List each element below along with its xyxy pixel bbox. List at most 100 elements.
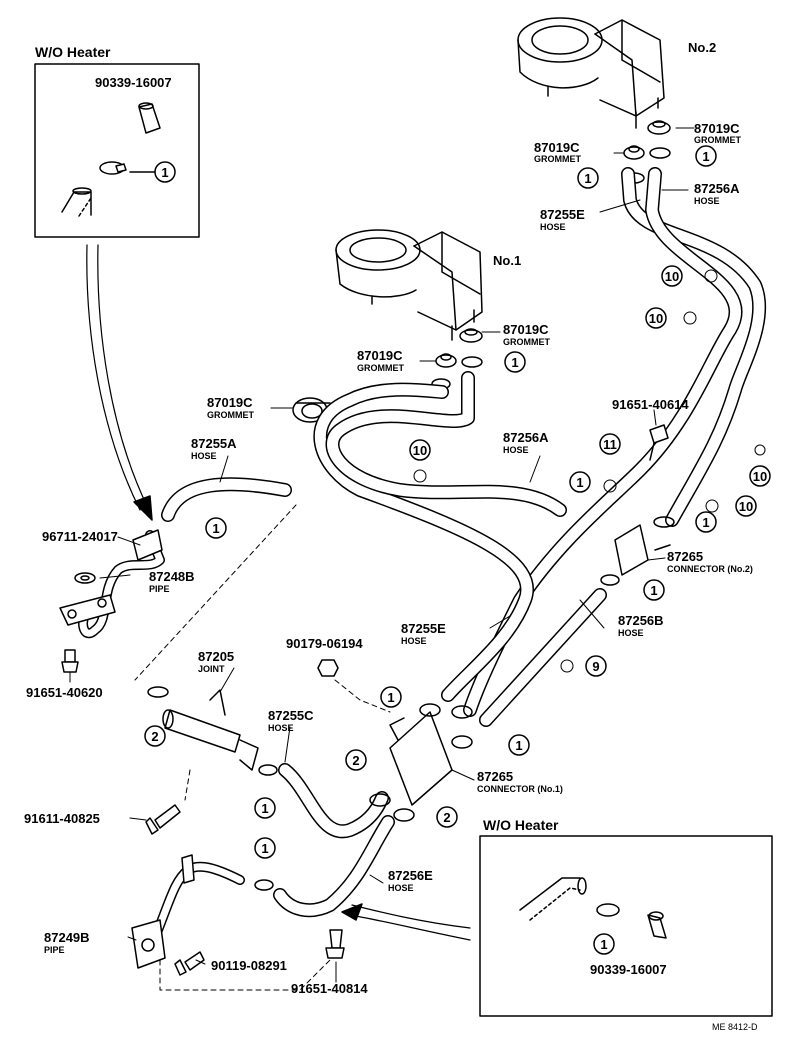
svg-text:1: 1: [387, 690, 394, 705]
hose-87256B: [479, 588, 607, 727]
label-hose-87255C: HOSE: [268, 723, 294, 733]
svg-text:1: 1: [702, 515, 709, 530]
drawing-code: ME 8412-D: [712, 1022, 758, 1032]
heater-unit-no1: No.1: [335, 229, 521, 341]
connector-no2: [600, 516, 675, 586]
svg-text:10: 10: [413, 443, 427, 458]
clamp-no2-right: [649, 147, 671, 159]
callout-circle: 10: [409, 439, 431, 461]
label-87265-no2: 87265: [667, 549, 703, 564]
label-grommet-no2-left: GROMMET: [534, 154, 581, 164]
label-91651-40614: 91651-40614: [612, 397, 689, 412]
pointer-arrow-top-left: [86, 244, 153, 521]
svg-text:1: 1: [261, 841, 268, 856]
grommet-no1-left: [435, 353, 457, 368]
washer-96711: [74, 572, 96, 584]
callout-circle: 1: [508, 734, 530, 756]
label-90119-08291: 90119-08291: [211, 958, 287, 973]
label-hose-87256A-top: HOSE: [694, 196, 720, 206]
label-87256A-top: 87256A: [694, 181, 740, 196]
callout-circle: 1: [695, 511, 717, 533]
svg-text:1: 1: [584, 171, 591, 186]
hose-clamp-icon: [99, 161, 127, 175]
callout-circle: 10: [661, 265, 683, 287]
label-hose-87255E-mid: HOSE: [401, 636, 427, 646]
label-connector-no1: CONNECTOR (No.1): [477, 784, 563, 794]
label-grommet-mid: GROMMET: [207, 410, 254, 420]
callout-circle: 10: [645, 307, 667, 329]
cap-part-number-2: 90339-16007: [590, 962, 667, 977]
svg-text:10: 10: [649, 311, 663, 326]
callouts: 1 1 1 1 1 1 1 1 1 1 1 1 1 2 2 2 9 10 10 …: [144, 145, 771, 955]
joint-87205: [147, 686, 278, 776]
plug-cap: [138, 102, 161, 134]
grommet-no1-right: [459, 328, 483, 343]
bolt-91651-40814: [325, 929, 345, 959]
svg-text:10: 10: [665, 269, 679, 284]
svg-text:1: 1: [515, 738, 522, 753]
label-87255A: 87255A: [191, 436, 237, 451]
hose-87255A: [161, 477, 292, 522]
label-87019C-no1-left: 87019C: [357, 348, 403, 363]
pipe-stub-icon: [61, 187, 92, 217]
grommet-no2-right: [647, 120, 671, 135]
svg-text:2: 2: [443, 810, 450, 825]
svg-text:1: 1: [702, 149, 709, 164]
label-91611-40825: 91611-40825: [24, 811, 100, 826]
part-labels: 87019C GROMMET 87019C GROMMET 87256A HOS…: [24, 121, 758, 1032]
wo-heater-box-top-left: W/O Heater 90339-16007: [34, 44, 200, 238]
leader-lines: [69, 127, 695, 983]
label-87256B: 87256B: [618, 613, 664, 628]
wo-heater-title: W/O Heater: [35, 44, 111, 60]
label-87255E-top: 87255E: [540, 207, 585, 222]
unit-label-no1: No.1: [493, 253, 521, 268]
svg-text:1: 1: [600, 937, 607, 952]
callout-circle: 11: [599, 433, 621, 455]
callout-circle: 1: [380, 686, 402, 708]
nut-90179-06194: [317, 659, 339, 677]
label-87019C-no2-left: 87019C: [534, 140, 580, 155]
hose-87256E: [273, 815, 395, 918]
callout-circle: 1: [205, 517, 227, 539]
label-grommet-no1-left: GROMMET: [357, 363, 404, 373]
callout-circle: 1: [254, 837, 276, 859]
wo-heater-box-bottom-right: W/O Heater 90339-16007: [479, 817, 773, 1017]
label-hose-87255E-top: HOSE: [540, 222, 566, 232]
callout-circle: 1: [593, 933, 615, 955]
callout-circle: 10: [749, 465, 771, 487]
svg-text:9: 9: [592, 659, 599, 674]
bolt-91651-40620: [61, 649, 79, 673]
marker-circles: [413, 269, 766, 673]
label-87255E-mid: 87255E: [401, 621, 446, 636]
label-hose-87255A: HOSE: [191, 451, 217, 461]
label-hose-87256B: HOSE: [618, 628, 644, 638]
callout-circle: 1: [504, 351, 526, 373]
svg-text:2: 2: [151, 729, 158, 744]
callout-circle: 10: [735, 495, 757, 517]
label-grommet-no2-right: GROMMET: [694, 135, 741, 145]
callout-circle: 1: [695, 145, 717, 167]
label-96711-24017: 96711-24017: [42, 529, 118, 544]
label-87256A-mid: 87256A: [503, 430, 549, 445]
label-connector-no2: CONNECTOR (No.2): [667, 564, 753, 574]
svg-text:1: 1: [212, 521, 219, 536]
svg-text:1: 1: [511, 355, 518, 370]
label-hose-87256A-mid: HOSE: [503, 445, 529, 455]
svg-text:1: 1: [161, 165, 168, 180]
heater-unit-no2: No.2: [517, 17, 716, 129]
label-87019C-no2-right: 87019C: [694, 121, 740, 136]
pipe-87249B: [131, 854, 274, 969]
grommet-no2-left: [623, 145, 645, 160]
label-87205: 87205: [198, 649, 234, 664]
svg-text:10: 10: [739, 499, 753, 514]
label-joint-87205: JOINT: [198, 664, 225, 674]
label-87255C: 87255C: [268, 708, 314, 723]
hose-87255E-mid: [313, 382, 534, 702]
label-87256E: 87256E: [388, 868, 433, 883]
bolt-91611-40825: [145, 804, 181, 835]
label-hose-87256E: HOSE: [388, 883, 414, 893]
callout-circle: 1: [577, 167, 599, 189]
cap-part-number: 90339-16007: [95, 75, 172, 90]
callout-circle: 1: [154, 161, 176, 183]
svg-text:1: 1: [576, 475, 583, 490]
